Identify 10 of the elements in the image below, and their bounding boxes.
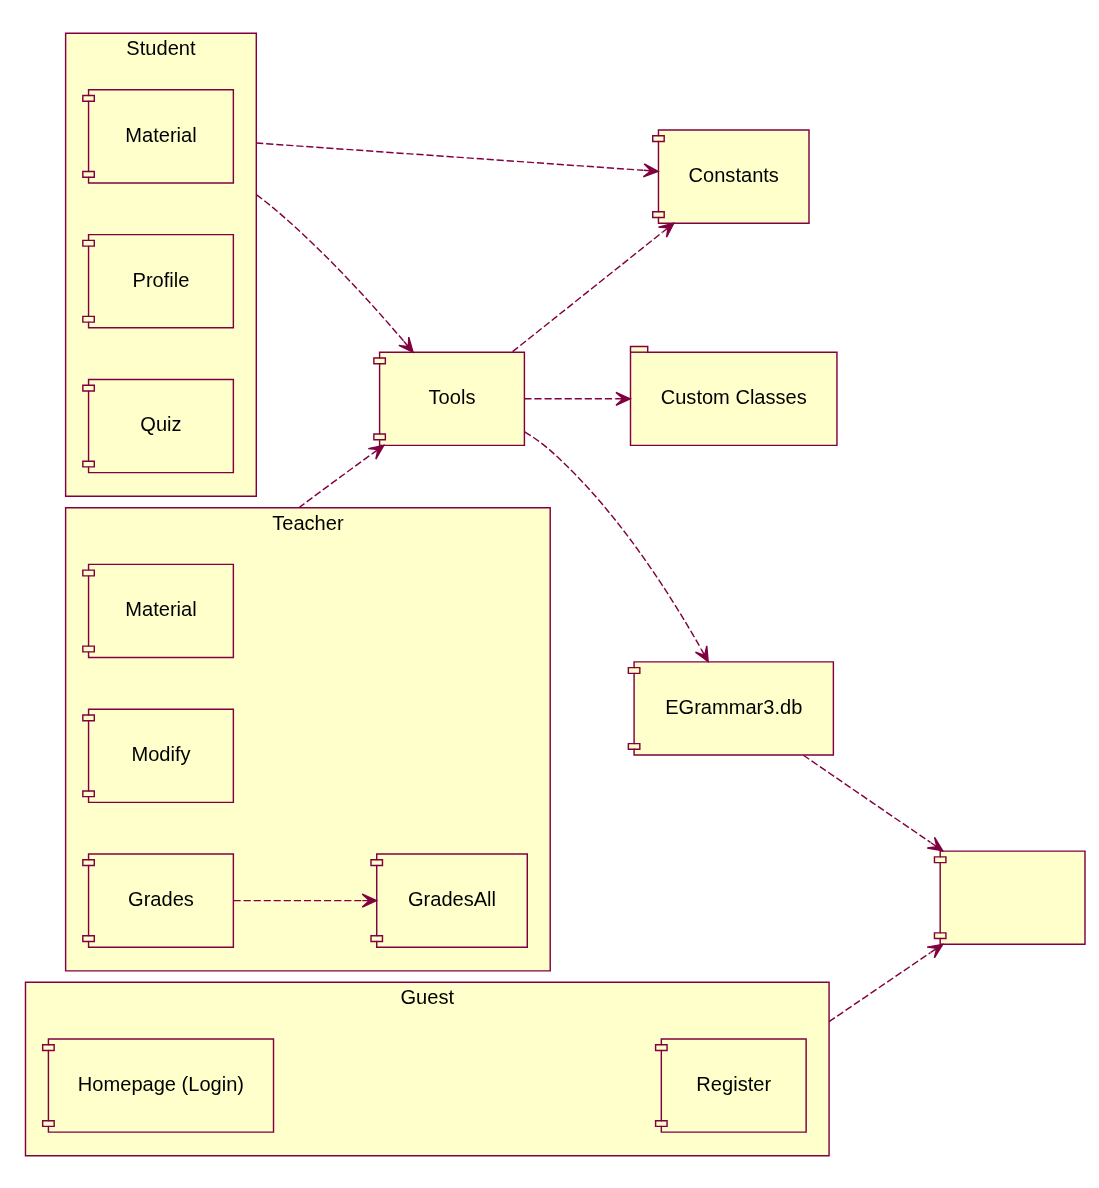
arrow (828, 943, 944, 1022)
arrow (511, 222, 675, 352)
arrow (255, 141, 659, 177)
arrow (298, 444, 385, 508)
arrow (523, 391, 631, 406)
arrow (802, 754, 944, 852)
arrow (232, 892, 378, 908)
node-box (933, 849, 1086, 945)
arrow (524, 430, 709, 662)
arrow (255, 193, 414, 353)
